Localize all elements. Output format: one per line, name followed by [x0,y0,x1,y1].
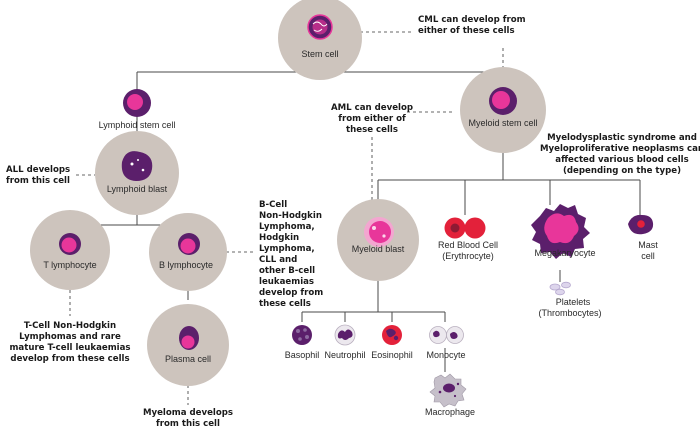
myeloma-note: Myeloma develops from this cell [143,408,233,429]
b-lymphocyte-label: B lymphocyte [159,260,213,270]
svg-text:from either of: from either of [338,114,406,124]
basophil-node: Basophil [285,325,320,360]
stem-cell-label: Stem cell [301,49,338,59]
megakaryocyte-label: Megakaryocyte [534,248,595,258]
svg-text:ALL develops: ALL develops [6,165,70,175]
svg-text:these cells: these cells [346,125,398,135]
monocyte-label: Monocyte [426,350,465,360]
svg-text:either of these cells: either of these cells [418,26,515,36]
svg-text:Lymphoma,: Lymphoma, [259,244,315,254]
plasma-cell-label: Plasma cell [165,354,211,364]
neutrophil-node: Neutrophil [324,324,366,360]
t-lymphocyte-label: T lymphocyte [43,260,96,270]
svg-text:mature T-cell leukaemias: mature T-cell leukaemias [9,343,130,353]
svg-text:T-Cell Non-Hodgkin: T-Cell Non-Hodgkin [24,321,116,331]
mast-cell-label: Mast [638,240,658,250]
svg-text:Lymphoma,: Lymphoma, [259,222,315,232]
thrombocytes-label: (Thrombocytes) [538,308,601,318]
lymphoid-blast-node: Lymphoid blast [95,131,179,215]
eosinophil-label: Eosinophil [371,350,413,360]
svg-text:from this cell: from this cell [156,419,220,429]
t-cell-note: T-Cell Non-Hodgkin Lymphomas and rare ma… [9,321,130,364]
svg-text:develop from these cells: develop from these cells [10,354,129,364]
red-blood-cell-node: Red Blood Cell (Erythrocyte) [438,217,498,261]
lymphoid-blast-label: Lymphoid blast [107,184,168,194]
platelets-node: Platelets (Thrombocytes) [538,281,602,318]
mast-cell-node: Mast cell [628,214,658,261]
erythrocyte-label: (Erythrocyte) [442,251,494,261]
stem-cell-node: Stem cell [278,0,362,80]
myelodysplastic-note: Myelodysplastic syndrome and Myeloprolif… [540,133,700,176]
cml-note: CML can develop from either of these cel… [418,15,526,36]
myeloid-blast-connector [301,280,446,322]
svg-text:Non-Hodgkin: Non-Hodgkin [259,211,322,221]
svg-text:Myeloma develops: Myeloma develops [143,408,233,418]
svg-text:Myelodysplastic syndrome and: Myelodysplastic syndrome and [547,133,697,143]
svg-text:B-Cell: B-Cell [259,200,287,210]
svg-text:(depending on the type): (depending on the type) [563,166,681,176]
myeloid-stem-connector [377,150,641,215]
red-blood-cell-label: Red Blood Cell [438,240,498,250]
svg-text:from this cell: from this cell [6,176,70,186]
neutrophil-label: Neutrophil [324,350,365,360]
macrophage-label: Macrophage [425,407,475,417]
svg-text:leukaemias: leukaemias [259,277,314,287]
megakaryocyte-node: Megakaryocyte [531,204,596,259]
aml-note: AML can develop from either of these cel… [331,103,413,135]
t-lymphocyte-node: T lymphocyte [30,210,110,290]
myeloid-blast-node: Myeloid blast [337,199,419,281]
svg-text:Lymphomas and rare: Lymphomas and rare [19,332,121,342]
basophil-label: Basophil [285,350,320,360]
myeloid-blast-label: Myeloid blast [352,244,405,254]
b-lymphocyte-node: B lymphocyte [149,213,227,291]
platelets-label: Platelets [556,297,591,307]
svg-text:AML can develop: AML can develop [331,103,413,113]
all-note: ALL develops from this cell [6,165,70,186]
myeloid-stem-cell-label: Myeloid stem cell [468,118,537,128]
monocyte-node: Monocyte [426,326,466,360]
svg-text:Hodgkin: Hodgkin [259,233,299,243]
lymphoid-stem-cell-label: Lymphoid stem cell [99,120,176,130]
svg-text:develop from: develop from [259,288,323,298]
b-cell-note: B-Cell Non-Hodgkin Lymphoma, Hodgkin Lym… [259,200,323,309]
svg-text:Myeloproliferative neoplasms c: Myeloproliferative neoplasms can [540,144,700,154]
mast-cell-label-line2: cell [641,251,655,261]
svg-text:these cells: these cells [259,299,311,309]
svg-text:CLL and: CLL and [259,255,297,265]
eosinophil-node: Eosinophil [371,325,413,360]
svg-text:affected various blood cells: affected various blood cells [555,155,688,165]
macrophage-node: Macrophage [425,373,475,417]
myeloid-stem-cell-node: Myeloid stem cell [460,67,546,153]
svg-text:other B-cell: other B-cell [259,266,315,276]
lymphoid-stem-cell-node: Lymphoid stem cell [99,89,176,130]
plasma-cell-node: Plasma cell [147,304,229,386]
svg-text:CML can develop from: CML can develop from [418,15,526,25]
